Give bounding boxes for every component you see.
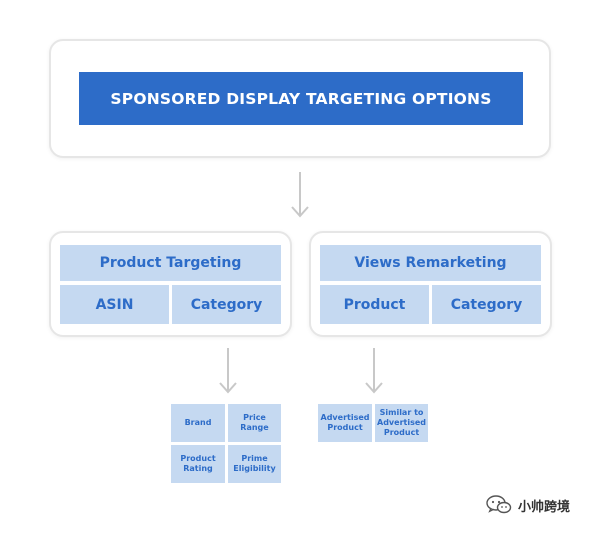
views-remarketing-option-product: Product bbox=[320, 285, 429, 324]
arrow-down-product-targeting bbox=[219, 348, 237, 394]
asin-detail-prime-eligibility: Prime Eligibility bbox=[228, 445, 281, 483]
asin-detail-price-range: Price Range bbox=[228, 404, 281, 442]
asin-detail-brand: Brand bbox=[171, 404, 225, 442]
product-targeting-option-category: Category bbox=[172, 285, 281, 324]
product-targeting-card: Product Targeting ASIN Category bbox=[49, 231, 292, 337]
remarketing-detail-similar-product: Similar to Advertised Product bbox=[375, 404, 428, 442]
diagram-title: SPONSORED DISPLAY TARGETING OPTIONS bbox=[79, 72, 523, 125]
product-targeting-option-asin: ASIN bbox=[60, 285, 169, 324]
arrow-down-main bbox=[291, 172, 309, 218]
views-remarketing-header: Views Remarketing bbox=[320, 245, 541, 281]
asin-detail-product-rating: Product Rating bbox=[171, 445, 225, 483]
remarketing-detail-advertised-product: Advertised Product bbox=[318, 404, 372, 442]
watermark: 小帅跨境 bbox=[486, 495, 570, 515]
views-remarketing-option-category: Category bbox=[432, 285, 541, 324]
arrow-down-views-remarketing bbox=[365, 348, 383, 394]
views-remarketing-card: Views Remarketing Product Category bbox=[309, 231, 552, 337]
product-targeting-header: Product Targeting bbox=[60, 245, 281, 281]
watermark-text: 小帅跨境 bbox=[518, 499, 571, 515]
title-card: SPONSORED DISPLAY TARGETING OPTIONS bbox=[49, 39, 551, 158]
wechat-icon bbox=[486, 495, 512, 514]
